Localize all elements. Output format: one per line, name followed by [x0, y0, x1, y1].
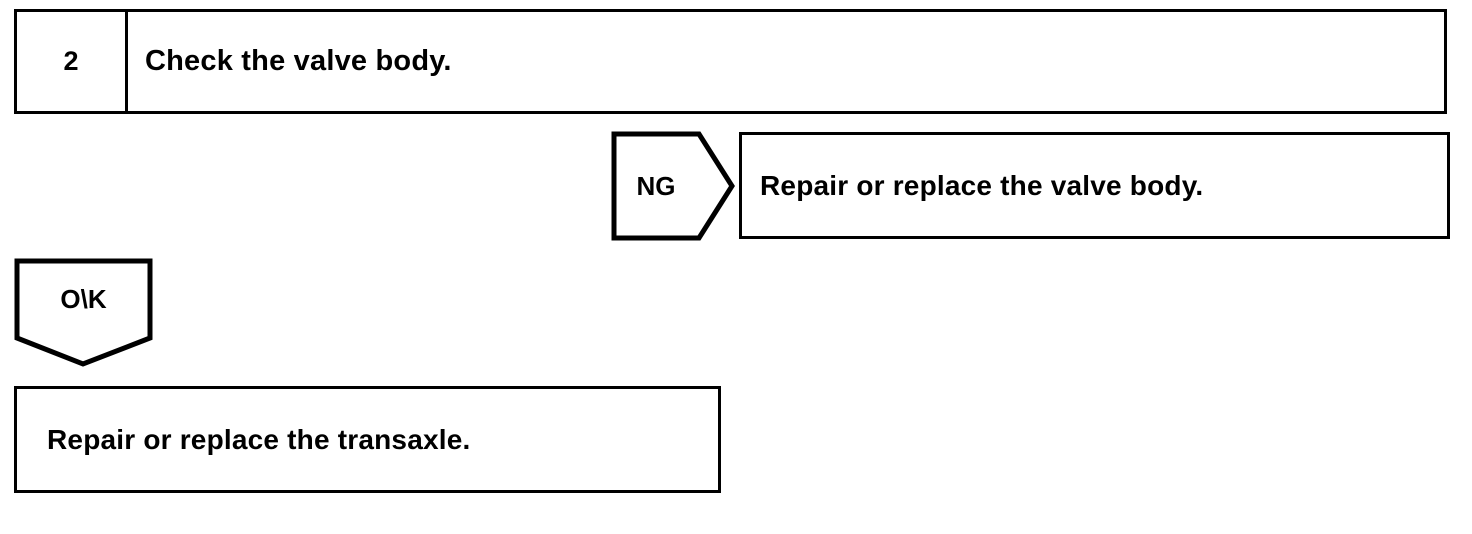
ok-pentagon-path [14, 258, 153, 367]
ng-result-box: Repair or replace the valve body. [739, 132, 1450, 239]
step-description: Check the valve body. [145, 45, 452, 77]
ng-pentagon-path [611, 131, 735, 241]
step-description-cell: Check the valve body. [128, 12, 1444, 111]
ok-result-box: Repair or replace the transaxle. [14, 386, 721, 493]
ok-branch-arrow-shape [14, 258, 153, 368]
step-number-cell: 2 [17, 12, 128, 111]
step-row: 2 Check the valve body. [14, 9, 1447, 114]
ng-branch-arrow-shape [611, 131, 735, 241]
ok-result-text: Repair or replace the transaxle. [47, 423, 471, 455]
ng-result-text: Repair or replace the valve body. [760, 169, 1204, 201]
step-number: 2 [63, 46, 79, 76]
